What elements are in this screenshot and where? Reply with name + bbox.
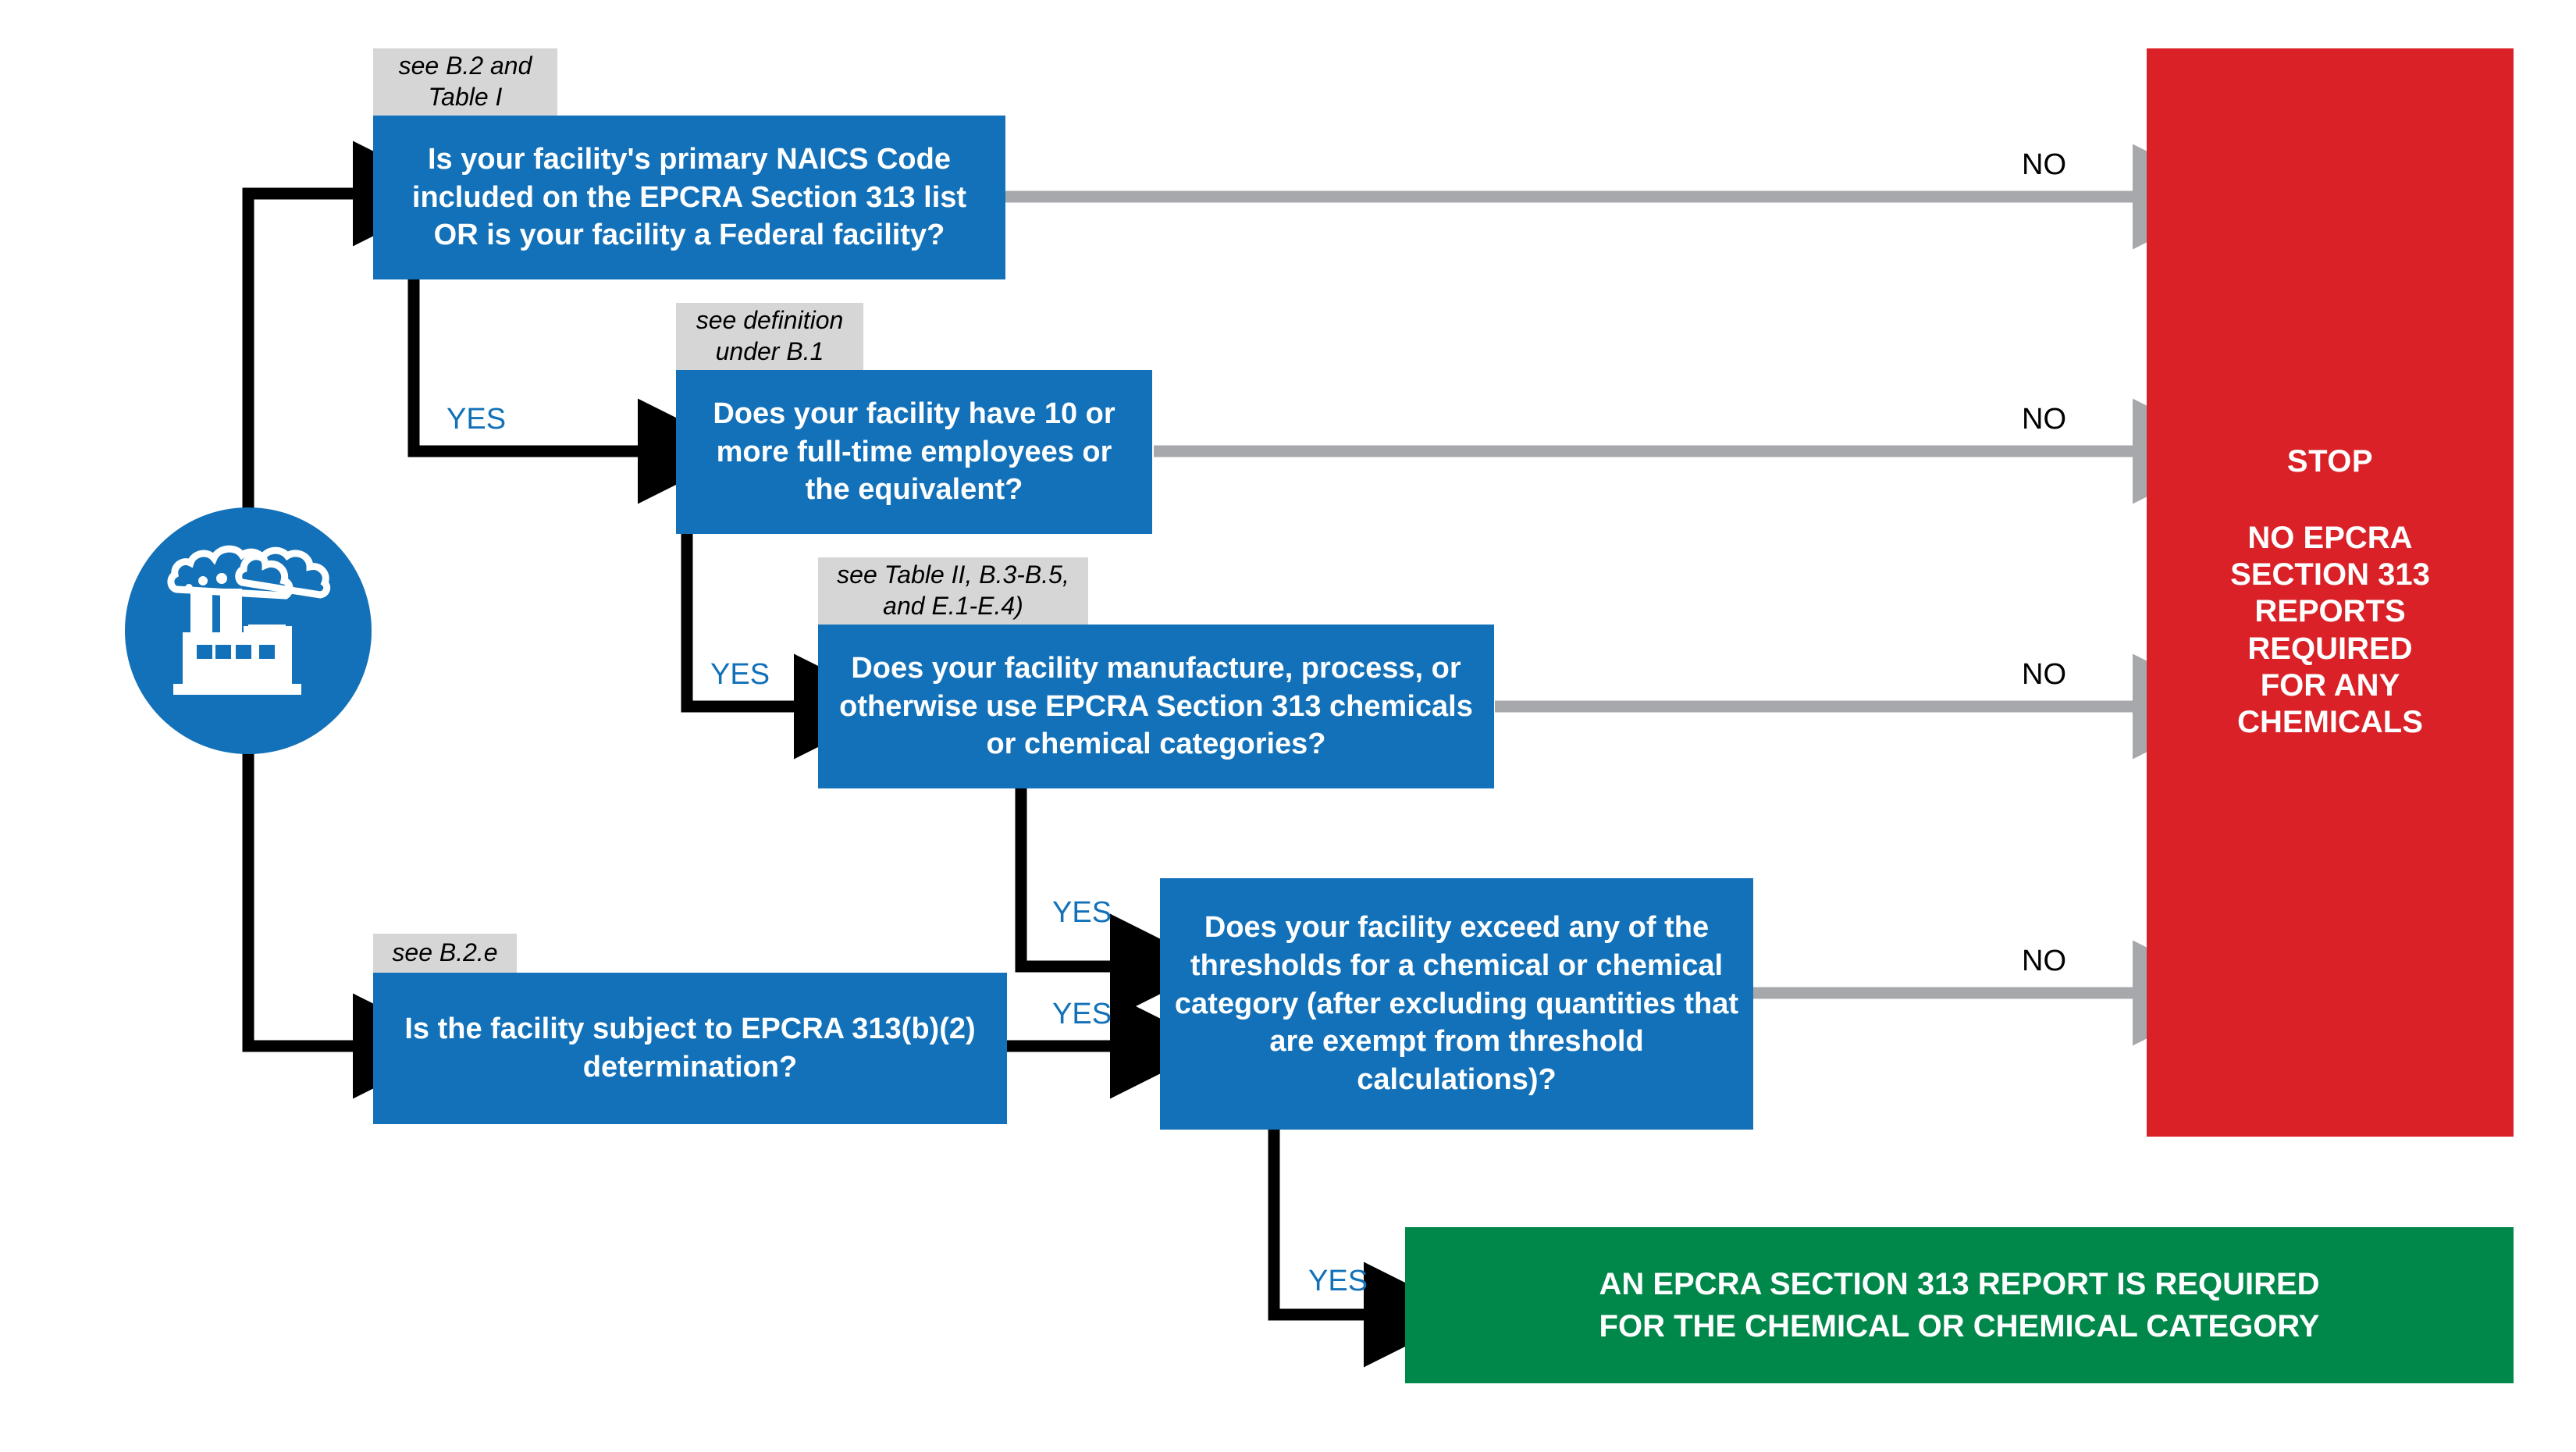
decision-naics[interactable]: Is your facility's primary NAICS Code in… bbox=[373, 116, 1005, 279]
edge-employees-yes-to-chemicals bbox=[681, 534, 899, 760]
edge-label-yes-2: YES bbox=[710, 658, 770, 691]
decision-chemicals[interactable]: Does your facility manufacture, process,… bbox=[818, 625, 1494, 788]
outcome-report-required: AN EPCRA SECTION 313 REPORT IS REQUIRED … bbox=[1405, 1227, 2514, 1383]
edge-thresholds-yes-to-report bbox=[1268, 1130, 1469, 1368]
edge-label-yes-1: YES bbox=[447, 403, 507, 436]
decision-thresholds[interactable]: Does your facility exceed any of the thr… bbox=[1160, 878, 1753, 1130]
edge-naics-yes-to-employees bbox=[407, 279, 743, 504]
ref-tag-naics: see B.2 and Table I bbox=[373, 48, 557, 116]
ref-tag-chemicals: see Table II, B.3-B.5, and E.1-E.4) bbox=[818, 557, 1088, 625]
edge-label-yes-4: YES bbox=[1052, 998, 1112, 1030]
edge-label-no-1: NO bbox=[2022, 148, 2066, 181]
edge-label-yes-5: YES bbox=[1308, 1265, 1368, 1297]
factory-icon-glyph bbox=[167, 545, 331, 695]
edge-label-no-4: NO bbox=[2022, 945, 2066, 977]
edge-label-no-2: NO bbox=[2022, 403, 2066, 436]
ref-tag-employees: see definition under B.1 bbox=[676, 303, 863, 370]
edge-chemicals-yes-to-thresholds bbox=[1015, 788, 1215, 1020]
edge-label-yes-3: YES bbox=[1052, 896, 1112, 929]
stop-title: STOP bbox=[2286, 443, 2374, 479]
outcome-stop: STOP NO EPCRA SECTION 313 REPORTS REQUIR… bbox=[2147, 48, 2514, 1137]
factory-icon bbox=[125, 507, 372, 754]
decision-determination[interactable]: Is the facility subject to EPCRA 313(b)(… bbox=[373, 973, 1007, 1124]
edge-label-no-3: NO bbox=[2022, 658, 2066, 691]
ref-tag-determination: see B.2.e bbox=[373, 934, 517, 973]
start-node bbox=[125, 507, 372, 754]
decision-employees[interactable]: Does your facility have 10 or more full-… bbox=[676, 370, 1152, 534]
stop-body: NO EPCRA SECTION 313 REPORTS REQUIRED FO… bbox=[2230, 520, 2430, 739]
